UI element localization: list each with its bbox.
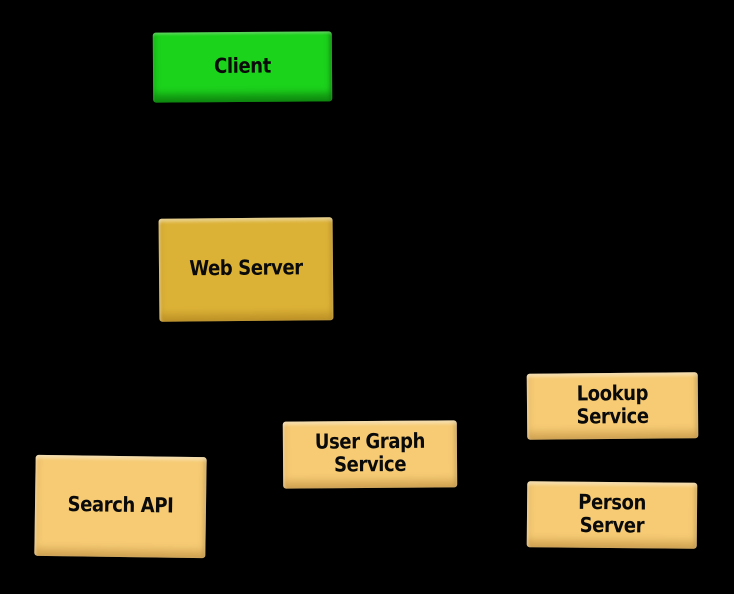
node-lookup-service-label: Lookup Service [576,381,649,430]
node-user-graph-service[interactable]: User Graph Service [282,420,458,489]
node-search-api-label: Search API [67,493,174,519]
node-web-server[interactable]: Web Server [158,217,334,322]
node-search-api[interactable]: Search API [34,454,207,559]
node-person-server[interactable]: Person Server [526,481,698,549]
node-lookup-service[interactable]: Lookup Service [526,372,699,440]
node-client-label: Client [214,54,271,79]
node-user-graph-service-label: User Graph Service [314,429,426,478]
node-web-server-label: Web Server [189,256,303,282]
node-client[interactable]: Client [152,31,333,103]
node-person-server-label: Person Server [578,490,647,539]
